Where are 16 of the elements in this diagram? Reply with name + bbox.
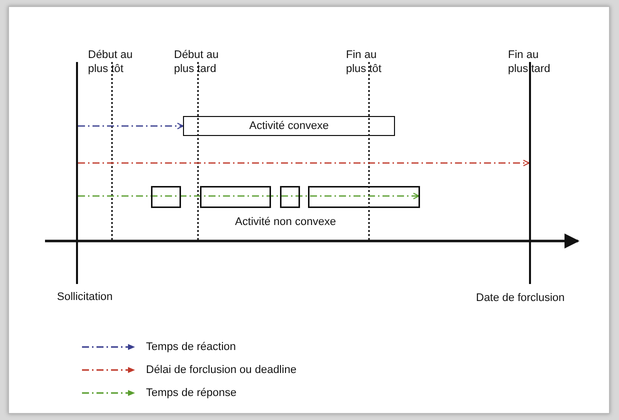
vertical-time-line <box>529 62 531 284</box>
vertical-time-line <box>76 62 78 284</box>
event-label: Date de forclusion <box>476 291 565 305</box>
time-label: Début au plus tard <box>174 48 220 76</box>
legend-text: Délai de forclusion ou deadline <box>146 363 296 377</box>
event-label: Sollicitation <box>57 290 113 304</box>
activity-label: Activité non convexe <box>235 216 336 229</box>
arrow <box>78 192 420 200</box>
arrow <box>78 122 184 130</box>
time-label: Fin au plus tôt <box>346 48 382 76</box>
arrow <box>78 160 530 166</box>
legend-text: Temps de réponse <box>146 386 236 400</box>
legend-text: Temps de réaction <box>146 340 236 354</box>
activity-label: Activité convexe <box>249 120 329 132</box>
time-label: Fin au plus tard <box>508 48 552 76</box>
activity-box <box>183 116 395 136</box>
